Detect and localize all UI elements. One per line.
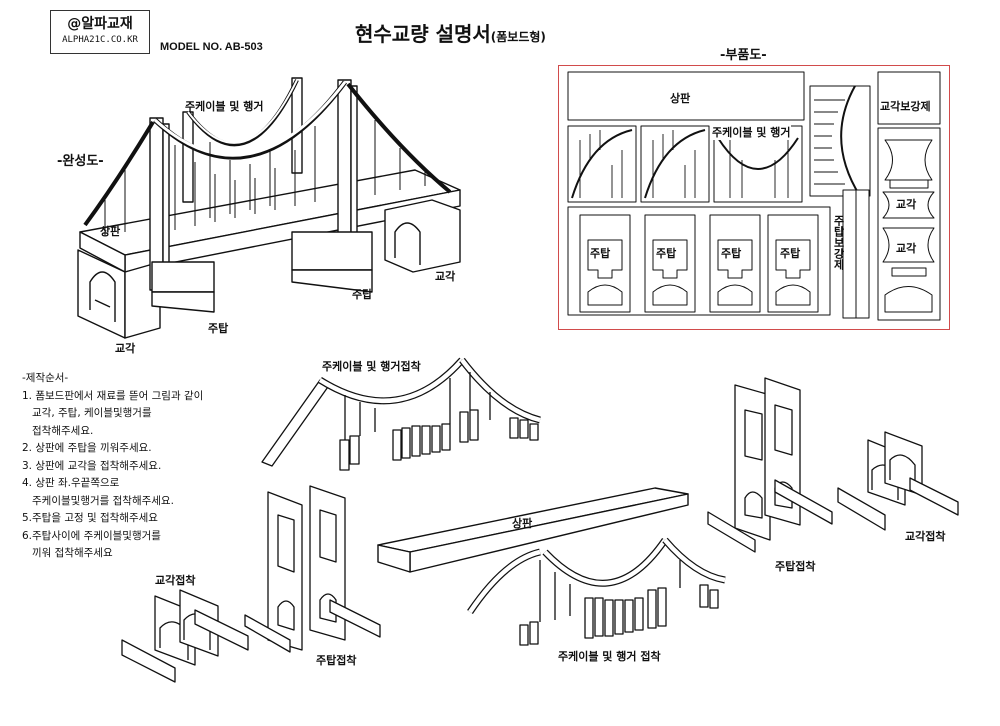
part-deck <box>567 71 805 121</box>
assembly-label-tower-attach-right: 주탑접착 <box>775 560 816 573</box>
assembly-cable-top <box>261 357 541 471</box>
completed-bridge-illustration <box>77 77 461 339</box>
assembly-deck <box>377 487 689 573</box>
step-line: 1. 폼보드판에서 재료를 뜯어 그림과 같이 <box>22 389 204 402</box>
steps-heading: -제작순서- <box>22 372 69 384</box>
assembly-pier-right <box>837 431 959 531</box>
step-line: 주케이블및행거를 접착해주세요. <box>22 494 174 507</box>
completed-label-tower-1: 주탑 <box>208 322 229 335</box>
step-line: 6.주탑사이에 주케이블및행거를 <box>22 529 161 542</box>
model-number: MODEL NO. AB-503 <box>160 41 263 53</box>
part-label-pier-1: 교각 <box>896 198 917 211</box>
completed-heading: -완성도- <box>57 154 104 169</box>
part-label-deck: 상판 <box>670 92 691 105</box>
assembly-tower-right <box>707 377 833 553</box>
assembly-label-tower-attach-left: 주탑접착 <box>316 654 357 667</box>
title-sub: (폼보드형) <box>490 30 546 44</box>
tower-front-right <box>291 79 373 293</box>
brand-url: ALPHA21C.CO.KR <box>62 35 138 45</box>
step-line: 5.주탑을 고정 및 접착해주세요 <box>22 512 158 524</box>
completed-label-cable: 주케이블 및 행거 <box>185 100 264 113</box>
step-line: 교각, 주탑, 케이블및행거를 <box>22 407 152 419</box>
step-line: 접착해주세요. <box>22 424 94 437</box>
assembly-label-cable-attach: 주케이블 및 행거접착 <box>322 360 421 373</box>
step-line: 4. 상판 좌.우끝쪽으로 <box>22 477 120 489</box>
parts-frame <box>558 65 950 330</box>
completed-label-tower-2: 주탑 <box>352 288 373 301</box>
assembly-pier-left <box>121 589 249 683</box>
part-label-cable: 주케이블 및 행거 <box>712 124 791 140</box>
assembly-tower-left <box>244 485 381 653</box>
part-label-tower-2: 주탑 <box>656 247 677 260</box>
assembly-label-deck: 상판 <box>512 517 533 530</box>
part-label-tower-4: 주탑 <box>780 247 801 260</box>
part-towers <box>579 214 819 313</box>
pier-left <box>77 249 161 339</box>
assembly-label-pier-attach-right: 교각접착 <box>905 530 946 543</box>
pier-right <box>384 199 461 273</box>
tower-back-left <box>182 111 194 203</box>
assembly-label-cable-attach-bottom: 주케이블 및 행거 접착 <box>558 650 661 663</box>
step-line: 3. 상판에 교각을 접착해주세요. <box>22 459 162 472</box>
page-title: 현수교량 설명서(폼보드형) <box>355 18 546 47</box>
tower-front-left <box>149 117 215 313</box>
completed-label-pier-2: 교각 <box>435 270 456 283</box>
brand-box: @알파교재 ALPHA21C.CO.KR <box>50 10 150 54</box>
tower-back-right <box>291 77 303 174</box>
parts-sheet-illustration <box>567 71 941 321</box>
part-label-tower-1: 주탑 <box>590 247 611 260</box>
build-steps: -제작순서- 1. 폼보드판에서 재료를 뜯어 그림과 같이 교각, 주탑, 케이… <box>22 370 203 563</box>
completed-label-deck: 상판 <box>100 225 121 238</box>
title-main: 현수교량 설명서 <box>355 22 491 46</box>
part-label-tower-reinforce: 주탑보강제 <box>832 215 845 270</box>
parts-heading: -부품도- <box>720 48 767 63</box>
brand-name: @알파교재 <box>67 16 133 32</box>
part-label-reinforce: 교각보강제 <box>880 100 931 113</box>
part-label-tower-3: 주탑 <box>721 247 742 260</box>
part-label-pier-2: 교각 <box>896 242 917 255</box>
step-line: 끼워 접착해주세요 <box>22 547 113 559</box>
assembly-cable-bottom <box>467 537 726 646</box>
step-line: 2. 상판에 주탑을 끼워주세요. <box>22 442 152 454</box>
completed-label-pier-1: 교각 <box>115 342 136 355</box>
assembly-label-pier-attach-left: 교각접착 <box>155 574 196 587</box>
